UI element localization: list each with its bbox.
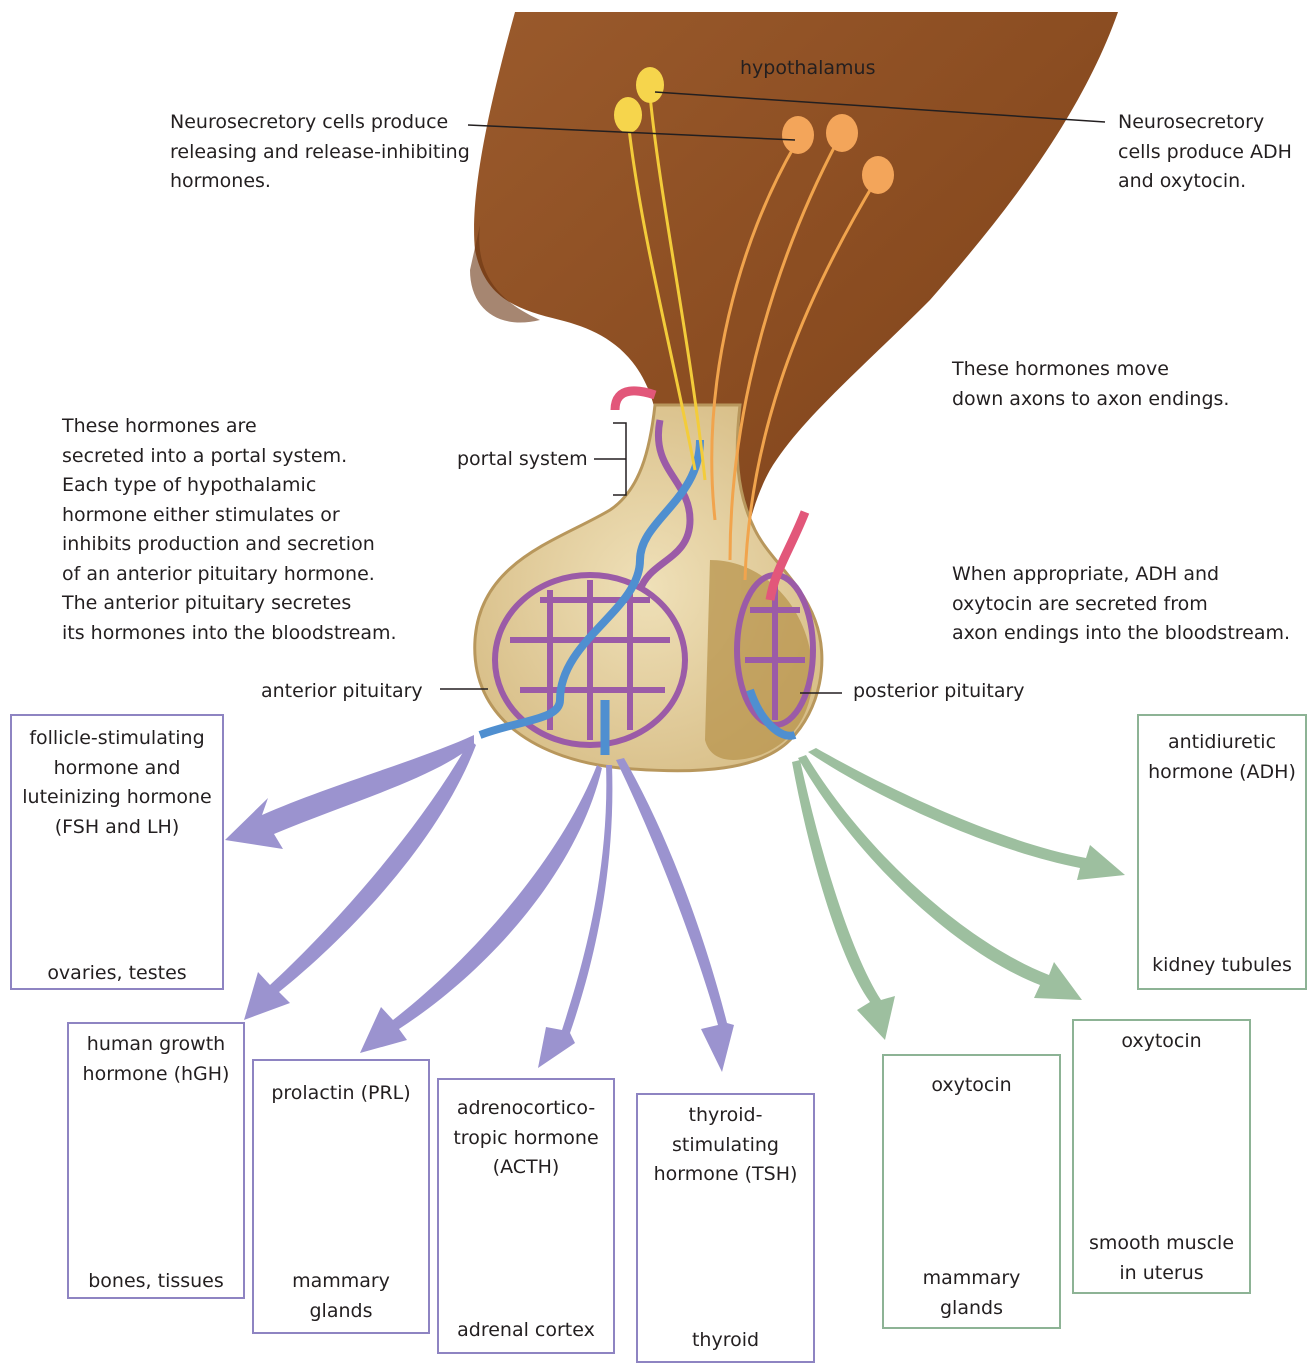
prolactin-hormone: prolactin (PRL) (254, 1079, 428, 1109)
fsh-lh-hormone: follicle-stimulating hormone and luteini… (12, 724, 222, 842)
oxytocin-mammary-hormone: oxytocin (884, 1071, 1059, 1101)
acth-target: adrenal cortex (439, 1316, 613, 1346)
hgh-target: bones, tissues (69, 1267, 243, 1297)
oxytocin-uterus-target: smooth muscle in uterus (1074, 1229, 1249, 1288)
oxytocin-uterus-hormone: oxytocin (1074, 1027, 1249, 1057)
adh-target: kidney tubules (1139, 951, 1305, 981)
axon-transport-caption: These hormones move down axons to axon e… (952, 355, 1229, 414)
tsh-box: thyroid- stimulating hormone (TSH) thyro… (636, 1093, 815, 1363)
tsh-hormone: thyroid- stimulating hormone (TSH) (638, 1101, 813, 1190)
prolactin-box: prolactin (PRL) mammary glands (252, 1059, 430, 1334)
acth-box: adrenocortico- tropic hormone (ACTH) adr… (437, 1078, 615, 1354)
oxytocin-uterus-box: oxytocin smooth muscle in uterus (1072, 1019, 1251, 1294)
prolactin-target: mammary glands (254, 1267, 428, 1326)
posterior-pituitary-label: posterior pituitary (853, 677, 1025, 707)
anterior-arrows (225, 735, 734, 1072)
posterior-arrows (792, 748, 1125, 1040)
neurosecretory-right-caption: Neurosecretory cells produce ADH and oxy… (1118, 108, 1292, 197)
neurosecretory-left-caption: Neurosecretory cells produce releasing a… (170, 108, 470, 197)
adh-hormone: antidiuretic hormone (ADH) (1139, 728, 1305, 787)
portal-secretion-caption: These hormones are secreted into a porta… (62, 412, 397, 648)
hgh-box: human growth hormone (hGH) bones, tissue… (67, 1022, 245, 1299)
oxytocin-mammary-box: oxytocin mammary glands (882, 1054, 1061, 1329)
hypothalamus-label: hypothalamus (740, 54, 875, 84)
hgh-hormone: human growth hormone (hGH) (69, 1030, 243, 1089)
portal-system-label: portal system (457, 445, 588, 475)
posterior-secretion-caption: When appropriate, ADH and oxytocin are s… (952, 560, 1290, 649)
fsh-lh-target: ovaries, testes (12, 959, 222, 989)
fsh-lh-box: follicle-stimulating hormone and luteini… (10, 714, 224, 990)
oxytocin-mammary-target: mammary glands (884, 1264, 1059, 1323)
acth-hormone: adrenocortico- tropic hormone (ACTH) (439, 1094, 613, 1183)
artery-red-top (615, 391, 655, 410)
tsh-target: thyroid (638, 1326, 813, 1356)
adh-box: antidiuretic hormone (ADH) kidney tubule… (1137, 714, 1307, 990)
anterior-pituitary-label: anterior pituitary (261, 677, 423, 707)
